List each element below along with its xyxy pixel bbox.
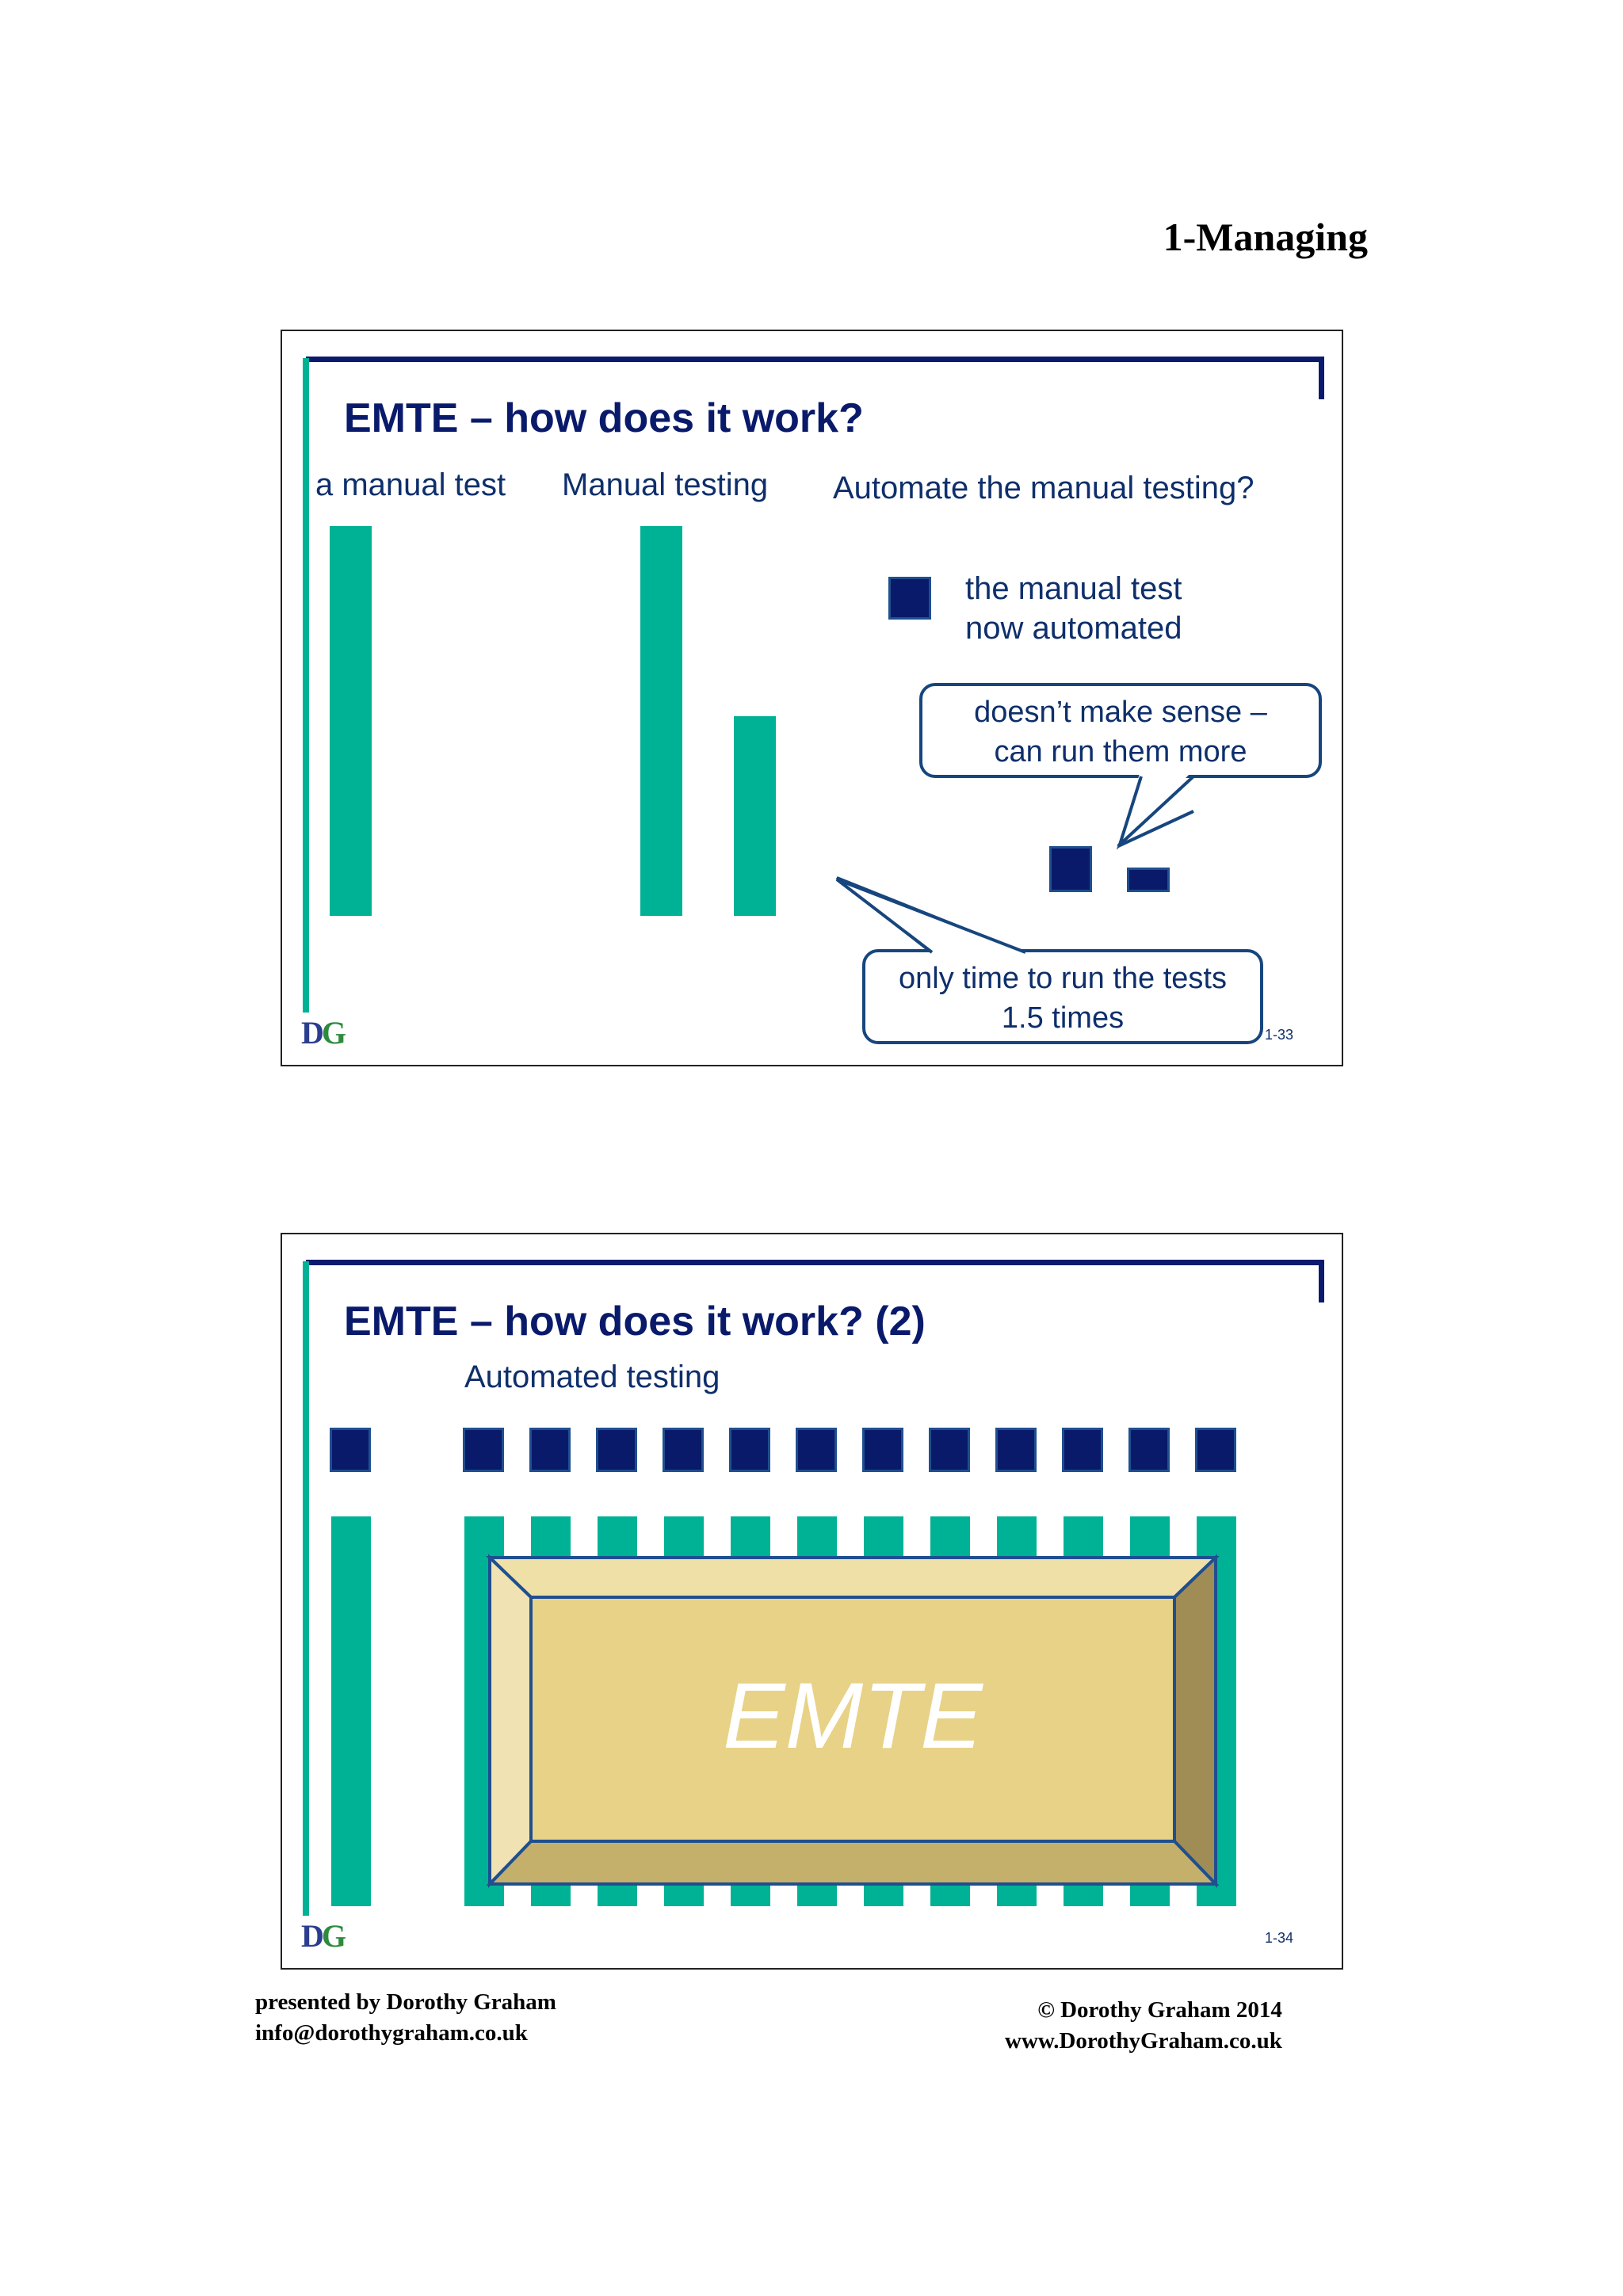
- emte-bevel-right: [1173, 1554, 1217, 1888]
- automated-test-square: [929, 1428, 970, 1472]
- label-automated-testing: Automated testing: [464, 1360, 720, 1394]
- emte-label: EMTE: [723, 1664, 983, 1768]
- label-a-manual-test: a manual test: [315, 467, 506, 502]
- automated-line-2: now automated: [965, 611, 1182, 646]
- automated-test-square: [729, 1428, 770, 1472]
- dg-logo: DG: [301, 1918, 346, 1954]
- automated-line-1: the manual test: [965, 571, 1182, 606]
- callout2-line-1: only time to run the tests: [899, 962, 1227, 995]
- callout-only-time: only time to run the tests 1.5 times: [862, 949, 1263, 1044]
- automated-test-square: [1062, 1428, 1103, 1472]
- automated-test-square: [1195, 1428, 1236, 1472]
- page-number: 1-33: [1265, 1027, 1294, 1043]
- manual-test-bar: [331, 1516, 371, 1906]
- automated-test-square: [862, 1428, 903, 1472]
- emte-face: [529, 1596, 1176, 1843]
- emte-bevel-left: [488, 1554, 533, 1888]
- callout-doesnt-make-sense: doesn’t make sense – can run them more: [919, 683, 1322, 778]
- callout1-line-1: doesn’t make sense –: [974, 696, 1267, 729]
- automated-test-square: [663, 1428, 704, 1472]
- label-manual-test-automated: the manual test now automated: [965, 569, 1182, 648]
- automated-test-square: [888, 577, 931, 620]
- slide-right-rule: [1319, 357, 1324, 399]
- callout2-tail-overlay: [835, 878, 1026, 954]
- footer-presenter: presented by Dorothy Graham: [255, 1989, 556, 2015]
- manual-testing-bar: [640, 526, 682, 916]
- footer-copyright: © Dorothy Graham 2014: [1037, 1997, 1282, 2023]
- slide-right-rule: [1319, 1260, 1324, 1302]
- slide-title: EMTE – how does it work?: [344, 395, 864, 441]
- automated-test-square: [1128, 1428, 1170, 1472]
- automated-test-square: [796, 1428, 837, 1472]
- callout1-tail-overlay: [1116, 773, 1195, 850]
- callout2-line-2: 1.5 times: [1001, 1001, 1125, 1035]
- automated-run-half-square: [1127, 868, 1170, 892]
- emte-bevel-top: [486, 1556, 1220, 1599]
- slide-left-rule: [303, 1261, 309, 1916]
- label-automate-manual-testing: Automate the manual testing?: [833, 471, 1254, 505]
- slide-1-34: EMTE – how does it work? (2) Automated t…: [281, 1233, 1343, 1970]
- slide-top-rule: [306, 357, 1323, 362]
- automated-run-square: [1049, 846, 1092, 892]
- automated-test-square: [529, 1428, 571, 1472]
- page-number: 1-34: [1265, 1930, 1294, 1946]
- slide-left-rule: [303, 358, 309, 1013]
- footer-left: presented by Dorothy Graham info@dorothy…: [255, 1987, 556, 2049]
- emte-bevel-bottom: [486, 1840, 1220, 1886]
- manual-testing-half-bar: [734, 716, 776, 916]
- slide-top-rule: [306, 1260, 1323, 1265]
- footer-email: info@dorothygraham.co.uk: [255, 2020, 528, 2046]
- dg-logo: DG: [301, 1015, 346, 1051]
- emte-box: [486, 1554, 1220, 1888]
- footer-website: www.DorothyGraham.co.uk: [1005, 2028, 1282, 2054]
- callout1-line-2: can run them more: [994, 735, 1247, 769]
- label-manual-testing: Manual testing: [562, 467, 769, 502]
- slide-1-33: EMTE – how does it work? a manual test M…: [281, 330, 1343, 1066]
- page-header: 1-Managing: [1163, 215, 1368, 259]
- manual-test-bar: [330, 526, 372, 916]
- slide-title: EMTE – how does it work? (2): [344, 1299, 926, 1344]
- automated-test-square: [596, 1428, 637, 1472]
- automated-test-square: [995, 1428, 1037, 1472]
- automated-test-square: [463, 1428, 504, 1472]
- automated-test-square: [330, 1428, 371, 1472]
- footer-right: © Dorothy Graham 2014 www.DorothyGraham.…: [1005, 1995, 1282, 2057]
